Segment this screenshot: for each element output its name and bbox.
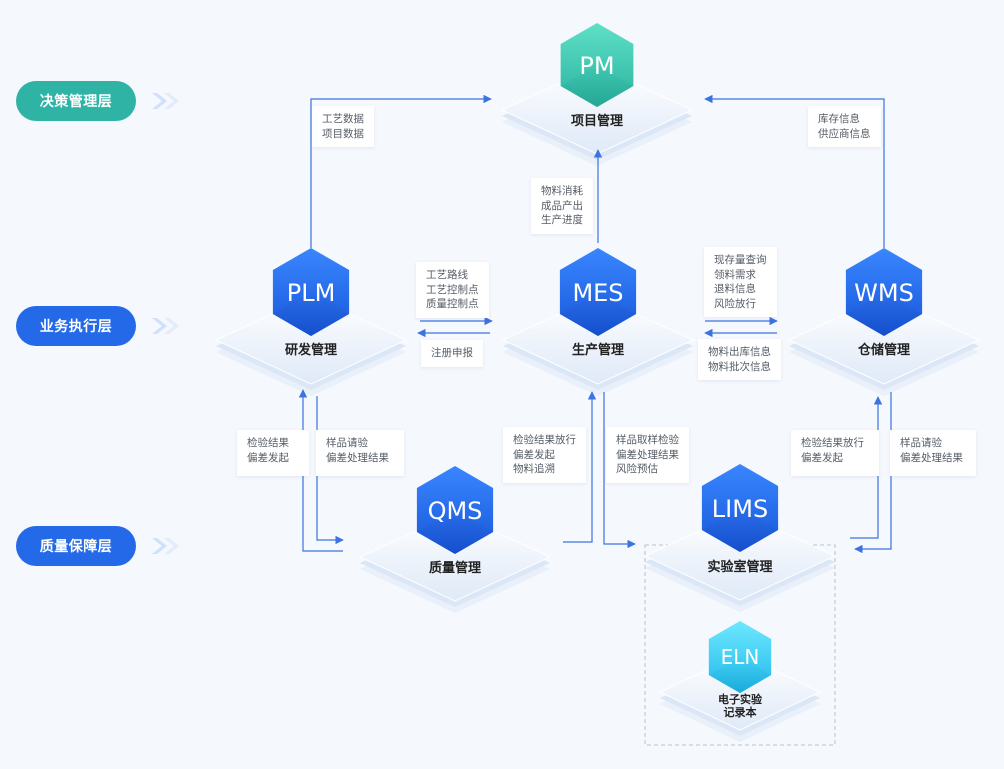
chevron-right-icon	[152, 318, 179, 334]
node-wms-label: 仓储管理	[857, 343, 911, 358]
node-qms-abbr: QMS	[428, 497, 483, 525]
flow-wms-to-lims-box: 样品请验偏差处理结果	[890, 430, 976, 476]
node-mes-hex: MES	[559, 248, 637, 336]
node-lims-label: 实验室管理	[707, 560, 773, 575]
flow-qms-to-plm-box: 样品请验偏差处理结果	[316, 430, 404, 476]
connector-qms-to-mes	[563, 391, 597, 543]
flow-wms-to-pm-box: 库存信息供应商信息	[808, 106, 881, 147]
flow-mes-to-wms-box: 现存量查询领料需求退料信息风险放行	[704, 247, 777, 317]
chevron-right-icon	[152, 93, 179, 109]
flow-plm-to-mes-box: 工艺路线工艺控制点质量控制点	[416, 262, 489, 318]
connector-plm-to-pm	[310, 94, 492, 248]
flow-mes-to-pm-box: 物料消耗成品产出生产进度	[531, 178, 593, 234]
node-plm-hex: PLM	[272, 248, 350, 336]
layer-decision-pill: 决策管理层	[16, 81, 136, 121]
layer-execution-pill: 业务执行层	[16, 306, 136, 346]
layer-quality-pill: 质量保障层	[16, 526, 136, 566]
chevron-right-icon	[152, 538, 179, 554]
connector-mes-to-lims	[603, 392, 636, 549]
node-lims-hex: LIMS	[701, 464, 779, 552]
node-pm-label: 项目管理	[570, 114, 624, 129]
node-plm-label: 研发管理	[284, 343, 338, 358]
node-wms-abbr: WMS	[854, 279, 914, 307]
node-eln-label: 电子实验 记录本	[718, 693, 762, 719]
flow-mes-to-lims-box: 样品取样检验偏差处理结果风险预估	[606, 427, 689, 483]
node-eln-label-line: 记录本	[723, 706, 757, 719]
flow-wms-to-mes-box: 物料出库信息物料批次信息	[698, 339, 781, 380]
node-qms-label: 质量管理	[428, 561, 482, 576]
node-mes-label: 生产管理	[571, 343, 625, 358]
flow-lims-to-wms-box: 检验结果放行偏差发起	[791, 430, 879, 476]
flow-qms-to-mes-box: 检验结果放行偏差发起物料追溯	[503, 427, 586, 483]
node-eln-abbr: ELN	[721, 645, 760, 669]
node-qms-hex: QMS	[416, 466, 494, 554]
flow-plm-to-qms-box: 检验结果偏差发起	[237, 430, 309, 476]
node-eln-label-line: 电子实验	[718, 693, 762, 706]
node-wms-hex: WMS	[845, 248, 923, 336]
connector-wms-to-pm	[704, 94, 885, 248]
flow-mes-to-plm-box: 注册申报	[421, 340, 483, 367]
node-eln-hex: ELN	[708, 621, 772, 693]
flow-plm-to-pm-box: 工艺数据项目数据	[312, 106, 374, 147]
node-lims-abbr: LIMS	[712, 495, 768, 523]
node-plm-abbr: PLM	[287, 279, 336, 307]
node-mes-abbr: MES	[572, 279, 623, 307]
node-pm-hex: PM	[560, 23, 634, 107]
node-pm-abbr: PM	[579, 52, 614, 80]
